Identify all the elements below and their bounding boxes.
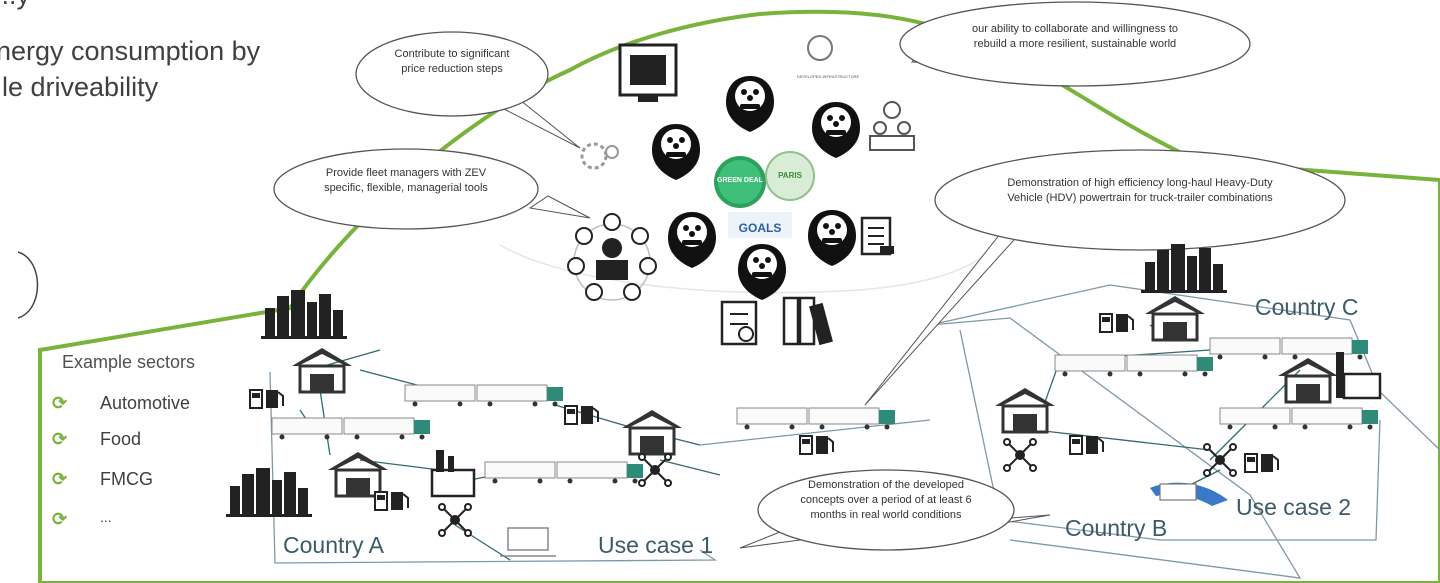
truck-icon [404, 384, 564, 407]
country-a-label: Country A [283, 532, 384, 558]
pump-icon [799, 435, 834, 455]
svg-text:GOALS: GOALS [739, 221, 782, 235]
bubble-hdv-text: Demonstration of high efficiency long-ha… [1007, 177, 1273, 204]
factory-icon [430, 450, 476, 498]
hub-icon [638, 453, 672, 487]
sector-item: FMCG [100, 469, 153, 489]
country-c-outline [929, 284, 1440, 451]
sdg-logo: GOALS [728, 212, 792, 238]
intro-line-1: ...y [0, 0, 30, 11]
warehouse-icon [993, 386, 1057, 434]
sector-bullet-icon: ⟳ [52, 429, 68, 449]
truck-icon [271, 417, 431, 440]
region-outline [38, 9, 1440, 583]
pump-icon [1069, 435, 1104, 455]
bubble-price [355, 31, 549, 117]
sectors-heading: Example sectors [62, 352, 196, 372]
intro-line-2: nergy consumption by [0, 36, 261, 66]
truck-icon [484, 461, 644, 484]
infra-logo: DEVELOPED INFRASTRUCTURE [797, 35, 860, 79]
city-icon [1141, 244, 1227, 293]
train-icon [500, 527, 556, 557]
city-icon [261, 290, 347, 339]
people-icon [668, 212, 716, 268]
meeting-icon [869, 101, 915, 151]
hub-icon [1003, 438, 1037, 472]
pump-icon [249, 389, 284, 409]
warehouse-icon [1276, 356, 1340, 404]
paris-logo: PARIS [765, 151, 815, 201]
truck-icon [1054, 354, 1214, 377]
people-icon [812, 102, 860, 158]
monitor-icon [618, 43, 678, 102]
warehouse-icon [290, 346, 354, 394]
sector-bullet-icon: ⟳ [52, 393, 68, 413]
sector-item: Food [100, 429, 142, 449]
binders-icon [782, 296, 833, 346]
bubble-fleet [273, 148, 539, 230]
document-icon [860, 216, 894, 256]
country-b-outline [929, 317, 1302, 579]
bubble-hdv [934, 149, 1346, 251]
green-deal-logo: GREEN DEAL [714, 156, 766, 208]
svg-text:PARIS: PARIS [778, 171, 803, 180]
use-case-1-label: Use case 1 [598, 532, 714, 558]
use-case-2-label: Use case 2 [1236, 494, 1352, 520]
pump-icon [1099, 313, 1134, 333]
warehouse-icon [1143, 294, 1207, 342]
factory-icon [1336, 352, 1382, 400]
bubble-fleet-text: Provide fleet managers with ZEV specific… [324, 167, 488, 194]
sector-bullet-icon: ⟳ [52, 469, 68, 489]
sector-bullet-icon: ⟳ [52, 509, 68, 529]
bubble-demo [757, 469, 1015, 551]
fleet-manager-icon [567, 213, 657, 301]
intro-line-3: le driveability [2, 72, 159, 102]
warehouse-icon [620, 408, 684, 456]
warehouse-icon [326, 450, 390, 498]
people-icon [652, 124, 700, 180]
people-icon [726, 76, 774, 132]
city-icon [226, 468, 312, 517]
sector-item: ... [100, 509, 112, 525]
truck-icon [1209, 337, 1369, 360]
checklist-icon [720, 300, 758, 346]
sector-item: Automotive [100, 393, 191, 413]
pump-icon [564, 405, 599, 425]
hub-icon [1203, 443, 1237, 477]
country-c-label: Country C [1255, 294, 1359, 320]
bubble-demo-text: Demonstration of the developed concepts … [800, 479, 972, 521]
svg-text:DEVELOPED INFRASTRUCTURE: DEVELOPED INFRASTRUCTURE [797, 74, 860, 79]
pump-icon [1244, 453, 1279, 473]
pump-icon [374, 491, 409, 511]
bubble-collab [899, 1, 1251, 87]
hub-icon [438, 503, 472, 537]
use-case-2-outline [959, 329, 1381, 541]
bubble-collab-text: our ability to collaborate and willingne… [971, 23, 1179, 50]
svg-text:GREEN DEAL: GREEN DEAL [717, 177, 764, 184]
country-a-outline [269, 371, 718, 564]
bubble-price-text: Contribute to significant price reductio… [394, 48, 510, 75]
train-icon [1159, 483, 1197, 501]
gears-icon [580, 142, 619, 170]
people-icon [808, 210, 856, 266]
country-b-label: Country B [1065, 515, 1168, 541]
